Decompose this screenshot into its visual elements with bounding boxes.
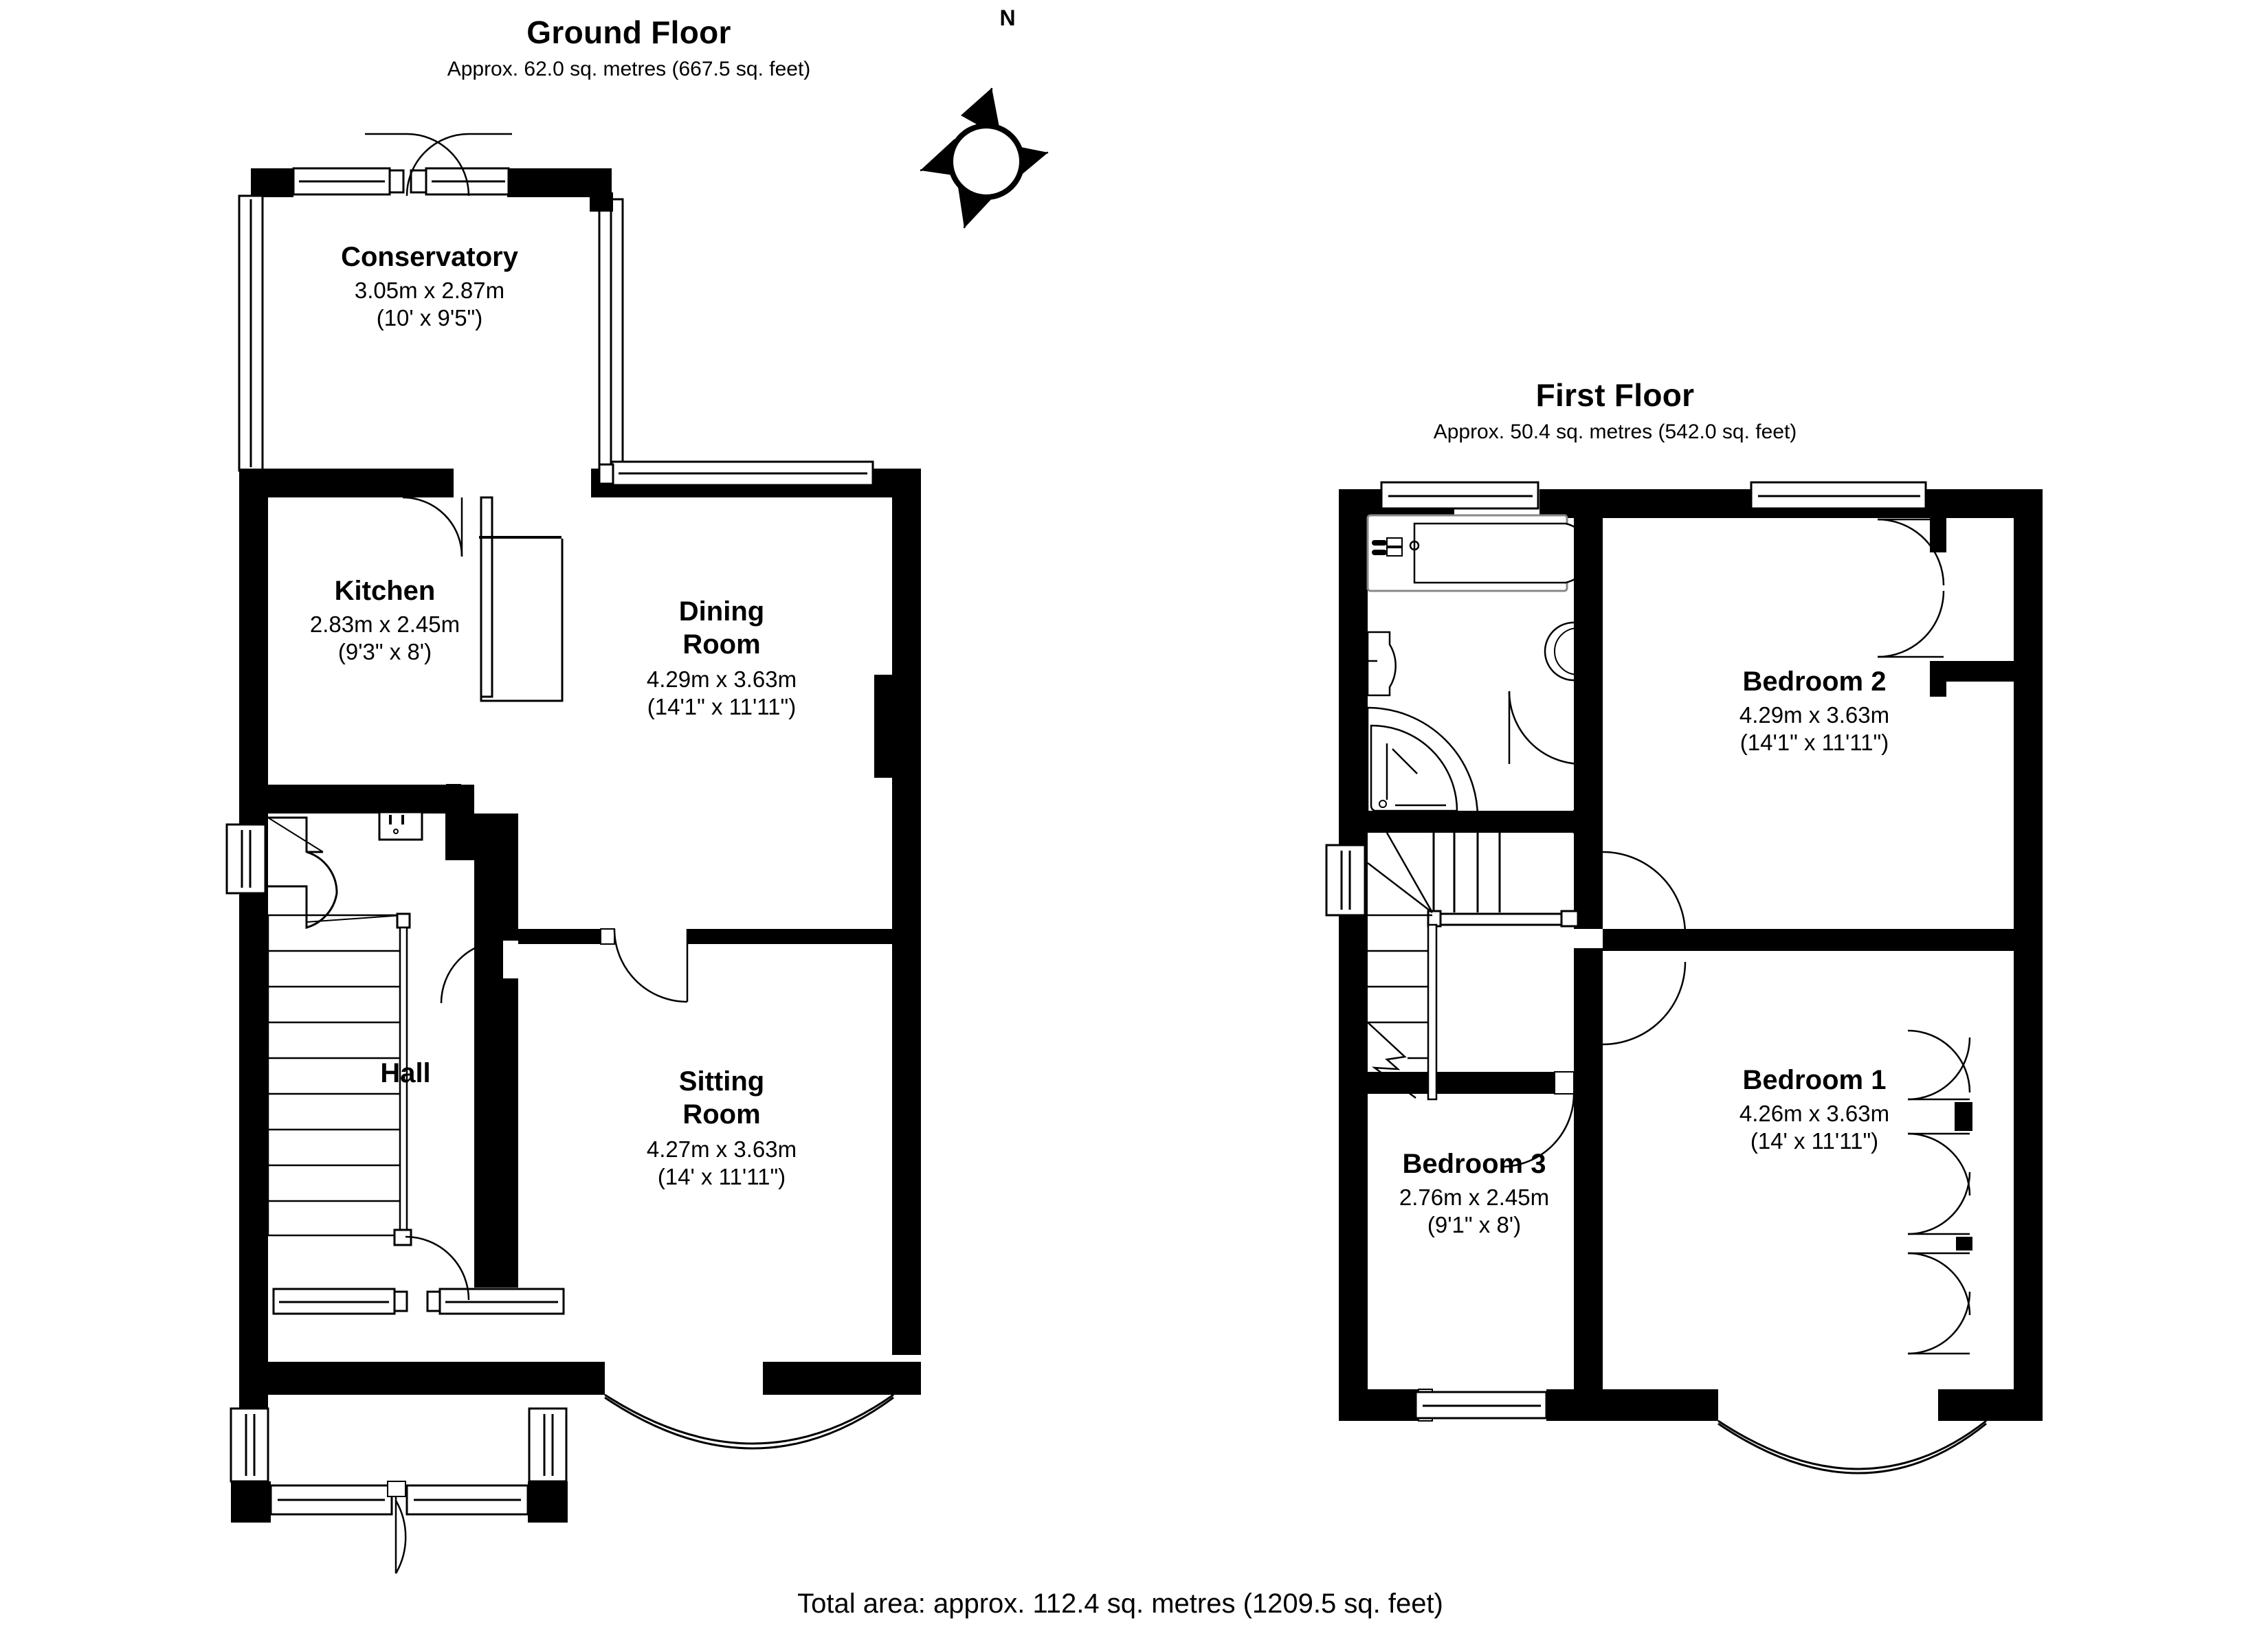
first-floor-plan <box>1325 481 2043 1474</box>
room-label-dining-line2: Room <box>682 629 761 660</box>
ground-floor-title: Ground Floor <box>526 14 731 50</box>
room-dim-conservatory-metric: 3.05m x 2.87m <box>354 278 505 303</box>
bathroom-fixtures <box>1366 514 1601 819</box>
first-outer-walls <box>1339 481 2043 1474</box>
room-label-dining-line1: Dining <box>678 596 765 627</box>
sitting-room-bay <box>518 1362 894 1450</box>
first-staircase <box>1367 832 1579 1101</box>
room-dim-dining-imperial: (14'1" x 11'11") <box>647 694 797 719</box>
under-stair-cupboard <box>267 816 403 929</box>
room-label-kitchen: Kitchen <box>334 576 436 606</box>
room-dim-dining-metric: 4.29m x 3.63m <box>646 666 797 692</box>
bedroom2-window-top <box>1750 481 1927 510</box>
ground-outer-walls <box>239 460 921 1410</box>
kitchen-structure <box>268 496 564 860</box>
hall-window-left <box>225 823 267 895</box>
hall-entry-door <box>405 1235 470 1301</box>
first-floor-title: First Floor <box>1535 377 1695 413</box>
porch-window-bottom-right <box>405 1484 529 1516</box>
bath-icon <box>1366 514 1590 592</box>
room-label-sitting-line1: Sitting <box>678 1066 765 1097</box>
room-dim-kitchen-metric: 2.83m x 2.45m <box>309 612 460 637</box>
conservatory-french-doors <box>365 133 512 197</box>
first-floor-area: Approx. 50.4 sq. metres (542.0 sq. feet) <box>1433 420 1797 443</box>
ground-staircase <box>267 912 412 1246</box>
conservatory-glazed-wall-left <box>238 194 264 472</box>
conservatory-window-right <box>410 167 510 196</box>
room-dim-bedroom-3-imperial: (9'1" x 8') <box>1427 1212 1522 1237</box>
room-label-hall: Hall <box>380 1058 431 1088</box>
conservatory-window-left <box>292 167 405 196</box>
dining-window-top <box>598 460 874 486</box>
dining-room-structure <box>503 814 893 1288</box>
compass-north-label: N <box>999 5 1016 30</box>
room-dim-bedroom-2-metric: 4.29m x 3.63m <box>1739 702 1890 728</box>
sitting-window-bottom-left <box>426 1288 565 1315</box>
fuse-box-icon <box>378 811 423 841</box>
room-dim-sitting-imperial: (14' x 11'11") <box>657 1164 786 1189</box>
room-label-sitting-line2: Room <box>682 1099 761 1130</box>
conservatory-structure <box>238 133 624 472</box>
bedroom3-window-bottom <box>1414 1391 1548 1420</box>
porch-structure <box>230 1235 568 1574</box>
bedroom2-door <box>1602 851 1687 935</box>
bathroom-door <box>1508 691 1583 765</box>
total-area-label: Total area: approx. 112.4 sq. metres (12… <box>797 1589 1443 1619</box>
landing-window-left <box>1325 844 1366 917</box>
kitchen-door-top <box>402 496 463 557</box>
conservatory-glazed-wall-right <box>598 198 624 472</box>
room-label-conservatory: Conservatory <box>341 242 518 272</box>
bedroom1-wardrobe-doors <box>1907 1029 1972 1355</box>
bedroom2-wardrobe-doors <box>1877 518 1945 658</box>
room-label-bedroom-2: Bedroom 2 <box>1742 666 1887 697</box>
ground-floor-plan <box>225 133 921 1574</box>
bedroom1-bay-window <box>1717 1420 1987 1474</box>
compass-rose-icon <box>920 87 1049 229</box>
ground-floor-area: Approx. 62.0 sq. metres (667.5 sq. feet) <box>447 58 811 80</box>
room-dim-bedroom-1-metric: 4.26m x 3.63m <box>1739 1101 1890 1126</box>
dining-door <box>613 928 689 1003</box>
room-label-bedroom-3: Bedroom 3 <box>1402 1149 1546 1179</box>
room-dim-bedroom-2-imperial: (14'1" x 11'11") <box>1739 730 1889 755</box>
porch-entry-door <box>387 1481 407 1574</box>
bedroom3-door <box>1500 1093 1575 1168</box>
first-floor-doors <box>1500 518 1972 1355</box>
room-dim-bedroom-1-imperial: (14' x 11'11") <box>1750 1128 1879 1154</box>
hall-window-bottom <box>272 1288 408 1315</box>
bathroom-window-top <box>1380 481 1539 510</box>
room-label-bedroom-1: Bedroom 1 <box>1742 1065 1887 1095</box>
toilet-icon <box>1366 631 1397 697</box>
hall-door-to-sitting <box>440 940 504 1004</box>
hall-structure <box>225 811 504 1288</box>
shower-cubicle-icon <box>1366 706 1479 819</box>
porch-glazing-right <box>528 1407 568 1483</box>
room-dim-sitting-metric: 4.27m x 3.63m <box>646 1136 797 1162</box>
room-dim-bedroom-3-metric: 2.76m x 2.45m <box>1399 1185 1550 1210</box>
porch-glazing-left <box>230 1407 269 1483</box>
porch-window-bottom-left <box>269 1484 393 1516</box>
first-inner-walls <box>1325 489 2015 1389</box>
room-dim-kitchen-imperial: (9'3" x 8') <box>337 639 432 664</box>
bedroom1-door <box>1602 961 1687 1046</box>
room-dim-conservatory-imperial: (10' x 9'5") <box>376 305 483 330</box>
